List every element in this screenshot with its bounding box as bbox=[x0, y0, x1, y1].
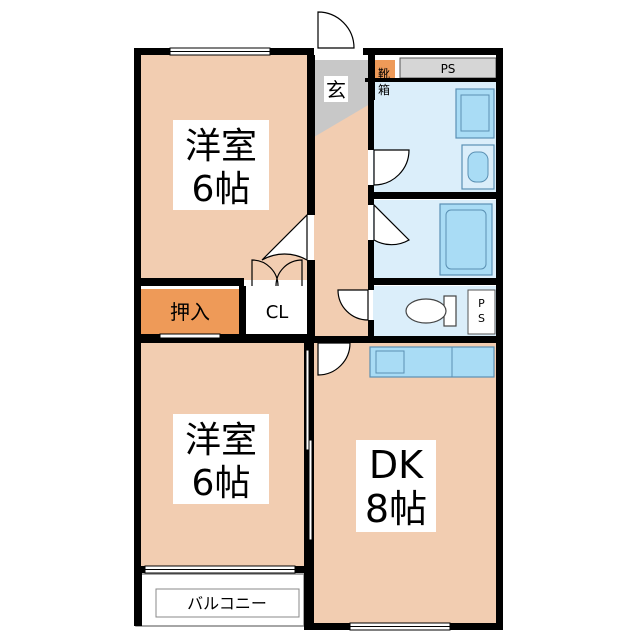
washer-drain bbox=[467, 151, 489, 183]
bedroom-top-name: 洋室 bbox=[185, 126, 257, 167]
kitchen-sink bbox=[375, 350, 405, 374]
dk-door-icon bbox=[317, 342, 351, 376]
bathtub-inner bbox=[445, 209, 487, 270]
toilet-bowl bbox=[405, 298, 447, 324]
kitchen-counter bbox=[369, 346, 495, 378]
sliding-doors bbox=[305, 349, 313, 541]
closet-door-left-icon bbox=[251, 259, 279, 287]
oshiire-floor bbox=[141, 289, 239, 334]
bedroom-bottom-name: 洋室 bbox=[185, 420, 257, 461]
balcony-label: バルコニー bbox=[187, 594, 267, 613]
shoe-box-label-2: 箱 bbox=[378, 82, 390, 97]
dk-size: 8帖 bbox=[365, 487, 427, 531]
shoe-box-label-1: 靴 bbox=[378, 67, 390, 81]
entrance-label-bg bbox=[324, 76, 348, 102]
entrance-door-icon bbox=[317, 11, 355, 49]
closet-door-right-icon bbox=[275, 259, 303, 287]
bathroom-door-icon bbox=[373, 149, 410, 186]
door-swings bbox=[251, 11, 410, 376]
bedroom-door-icon bbox=[261, 213, 308, 262]
oshiire-label: 押入 bbox=[170, 300, 210, 324]
bedroom-bottom-size: 6帖 bbox=[192, 463, 251, 504]
windows bbox=[144, 47, 451, 631]
bedroom-top-label-bg bbox=[173, 120, 269, 210]
dk-label-bg bbox=[356, 440, 436, 532]
toilet-door-icon bbox=[337, 289, 369, 321]
balcony-label-box bbox=[155, 588, 300, 618]
bath-door-icon bbox=[373, 203, 410, 246]
closet-floor bbox=[246, 289, 308, 334]
washbasin-counter bbox=[455, 88, 495, 139]
closet-label: CL bbox=[266, 302, 289, 323]
bedroom-bottom-label-bg bbox=[173, 414, 269, 504]
entrance-label: 玄 bbox=[326, 78, 346, 102]
ps-side-label-2: S bbox=[478, 312, 485, 325]
ps-side-box bbox=[467, 289, 496, 335]
bathtub bbox=[439, 203, 493, 276]
ps-side-label-1: P bbox=[478, 297, 485, 310]
bedroom-top-size: 6帖 bbox=[192, 169, 251, 210]
ps-top-label: PS bbox=[441, 62, 456, 76]
washbasin-bowl bbox=[460, 94, 490, 132]
dk-name: DK bbox=[369, 443, 424, 487]
